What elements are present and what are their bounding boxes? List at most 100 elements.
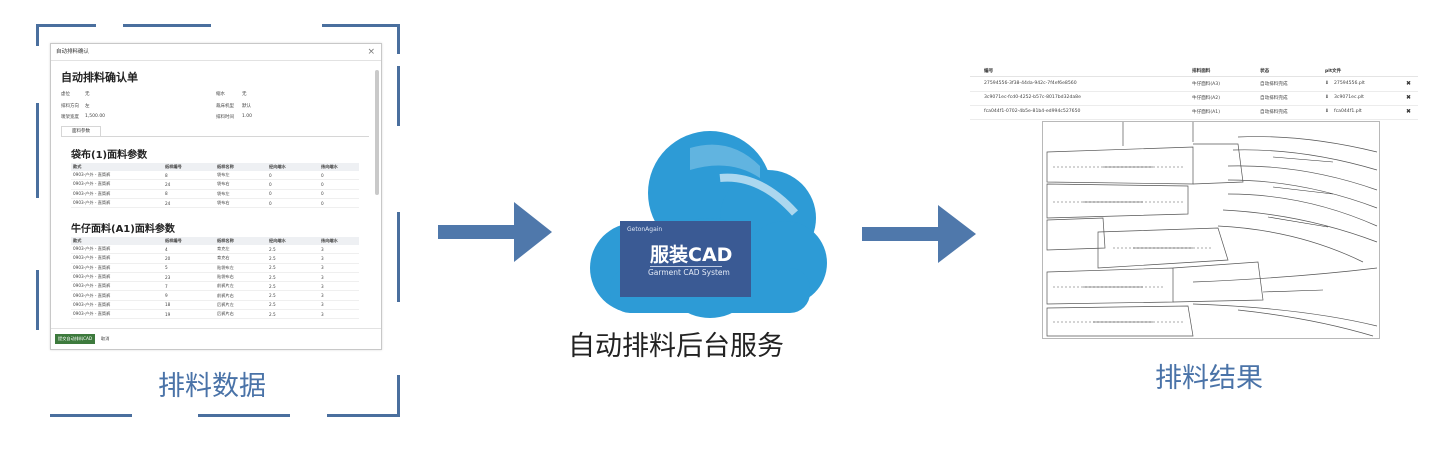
dialog-scrollbar[interactable] [375, 70, 379, 195]
table-cell: 3 [319, 281, 359, 292]
table-cell: 3 [319, 290, 359, 301]
close-icon[interactable]: × [367, 47, 375, 57]
table-cell: 18 [163, 300, 215, 311]
table-cell: 育克左 [215, 245, 267, 255]
column-header: 排料面料 [1192, 69, 1211, 74]
column-header: 纸样编号 [163, 163, 215, 171]
tab-divider [61, 136, 369, 137]
delete-icon[interactable]: ✖ [1406, 94, 1412, 101]
field-label: 虚位 [61, 92, 70, 97]
marker-results-table: 编号 排料面料 状态 plt文件 27594556-3f38-44da-942c… [970, 66, 1418, 121]
table-cell: 2.5 [267, 272, 319, 283]
table-cell: 0903-户外 - 直筒裤 [71, 171, 163, 181]
cancel-button[interactable]: 取消 [101, 336, 110, 341]
column-header: 编号 [984, 69, 994, 74]
marker-layout-preview [1042, 121, 1380, 339]
section-title: 袋布(1)面料参数 [71, 150, 148, 161]
table-cell: 3 [319, 245, 359, 255]
table-cell: 0 [319, 189, 359, 199]
field-value: 无 [85, 92, 90, 97]
field-label: 缩水 [216, 92, 225, 97]
table-cell: 后裤片左 [215, 300, 267, 311]
column-header: 状态 [1260, 69, 1270, 74]
plt-file-link[interactable]: 3c9071ec.plt [1334, 95, 1364, 100]
dialog-footer: 提交自动排料CAD 取消 [51, 328, 381, 349]
table-cell: 24 [163, 198, 215, 209]
table-cell: 贴袋布右 [215, 272, 267, 283]
table-cell: 袋布左 [215, 171, 267, 181]
table-cell: 0 [267, 189, 319, 199]
table-cell: 2.5 [267, 245, 319, 255]
marker-id: 27594556-3f38-44da-942c-7f4ef6e8560 [984, 81, 1077, 86]
auto-marker-dialog: 自动排料确认 × 自动排料确认单 虚位 无 缩水 无 排料方向 左 裁床机型 默… [50, 43, 382, 350]
brand-name: GetonAgain [627, 226, 663, 233]
result-label: 排料结果 [1155, 363, 1263, 394]
field-label: 排料时间 [216, 115, 234, 120]
submit-auto-marker-button[interactable]: 提交自动排料CAD [55, 334, 96, 344]
download-icon[interactable]: ⬇ [1325, 95, 1329, 100]
marker-status: 自动排料完成 [1260, 110, 1288, 115]
section-title: 牛仔面料(A1)面料参数 [71, 224, 175, 235]
table-cell: 3 [319, 309, 359, 320]
table-cell: 2.5 [267, 290, 319, 301]
table-cell: 前裤片右 [215, 290, 267, 301]
table-row: 27594556-3f38-44da-942c-7f4ef6e8560 牛仔面料… [970, 78, 1418, 92]
table-cell: 0 [267, 198, 319, 209]
service-label: 自动排料后台服务 [568, 331, 784, 362]
table-cell: 贴袋布左 [215, 263, 267, 273]
download-icon[interactable]: ⬇ [1325, 81, 1329, 86]
table-cell: 2.5 [267, 253, 319, 264]
marker-fabric: 牛仔面料(A2) [1192, 96, 1221, 101]
column-header: 纬向缩水 [319, 237, 359, 245]
dialog-heading: 自动排料确认单 [61, 71, 138, 84]
marker-status: 自动排料完成 [1260, 96, 1288, 101]
table-cell: 24 [163, 179, 215, 190]
table-cell: 0903-户外 - 直筒裤 [71, 272, 163, 283]
dialog-window-title: 自动排料确认 [56, 49, 90, 55]
logo-title: 服装CAD [650, 244, 733, 266]
table-cell: 0903-户外 - 直筒裤 [71, 263, 163, 273]
field-value: 1,500.00 [85, 114, 106, 119]
plt-file-link[interactable]: fca044f1.plt [1334, 109, 1362, 114]
table-cell: 0 [267, 179, 319, 190]
table-cell: 3 [319, 272, 359, 283]
table-cell: 2.5 [267, 263, 319, 273]
table-cell: 0903-户外 - 直筒裤 [71, 245, 163, 255]
column-header: 纸样编号 [163, 237, 215, 245]
tab-fabric-params[interactable]: 面料参数 [61, 126, 101, 137]
field-value: 无 [242, 92, 247, 97]
table-cell: 8 [163, 189, 215, 199]
table-row: fca044f1-0702-4b5e-81b4-ed994c527650 牛仔面… [970, 106, 1418, 120]
table-cell: 7 [163, 281, 215, 292]
table-cell: 5 [163, 263, 215, 273]
download-icon[interactable]: ⬇ [1325, 109, 1329, 114]
input-data-label: 排料数据 [158, 371, 266, 402]
table-cell: 袋布右 [215, 179, 267, 190]
column-header: 款式 [71, 237, 163, 245]
table-cell: 3 [319, 300, 359, 311]
table-cell: 前裤片左 [215, 281, 267, 292]
table-cell: 0903-户外 - 直筒裤 [71, 281, 163, 292]
plt-file-link[interactable]: 27594556.plt [1334, 81, 1365, 86]
table-header-row: 款式 纸样编号 纸样名称 经向缩水 纬向缩水 [71, 237, 359, 245]
field-label: 裁床机型 [216, 104, 234, 109]
table-cell: 0903-户外 - 直筒裤 [71, 300, 163, 311]
field-value: 默认 [242, 104, 251, 109]
field-value: 左 [85, 104, 90, 109]
delete-icon[interactable]: ✖ [1406, 108, 1412, 115]
table-cell: 0903-户外 - 直筒裤 [71, 309, 163, 320]
flow-arrow-icon [438, 202, 552, 262]
table-cell: 4 [163, 245, 215, 255]
field-label: 唛架宽度 [61, 115, 79, 120]
logo-subtitle: Garment CAD System [648, 268, 730, 277]
table-cell: 2.5 [267, 281, 319, 292]
delete-icon[interactable]: ✖ [1406, 80, 1412, 87]
table-cell: 2.5 [267, 300, 319, 311]
